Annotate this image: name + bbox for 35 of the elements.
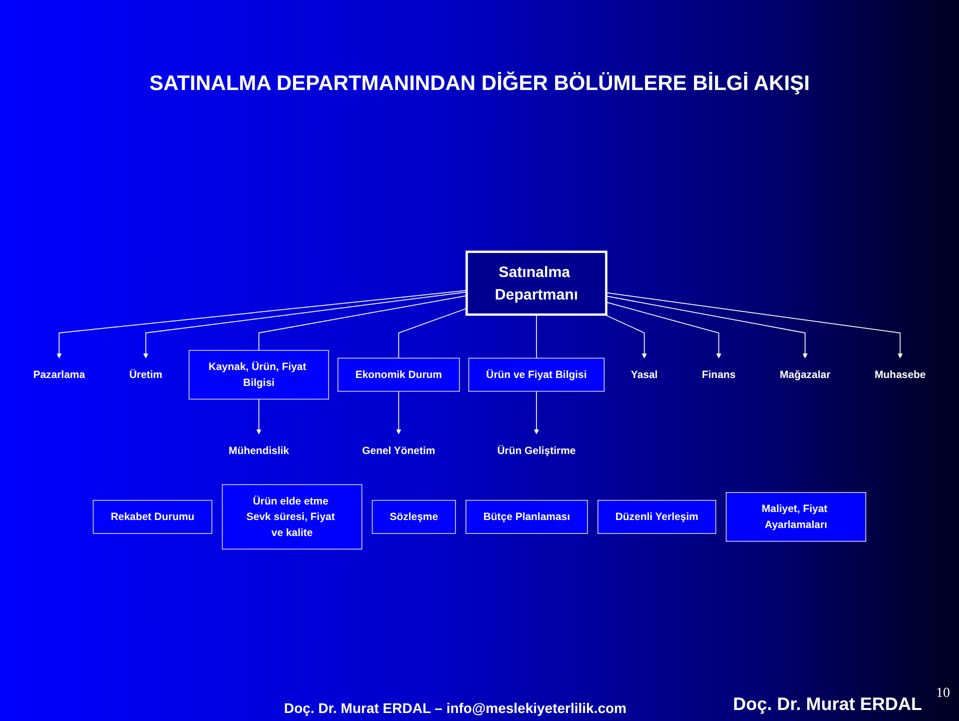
node-text: Muhasebe: [874, 368, 926, 380]
footer-text: Doç. Dr. Murat ERDAL – info@meslekiyeterlilik.com: [284, 700, 626, 716]
node-box: Maliyet, Fiyat Ayarlamaları: [726, 492, 866, 542]
arrow: [256, 398, 262, 434]
node-box: Düzenli Yerleşim: [597, 499, 716, 534]
connector: [536, 314, 537, 358]
arrow: [606, 301, 722, 358]
node-text: Ürün Geliştirme: [497, 444, 576, 456]
arrow: [143, 291, 468, 358]
arrow: [606, 295, 808, 358]
arrow: [56, 290, 468, 358]
arrow: [396, 390, 402, 434]
connector: [398, 307, 468, 358]
node-text: Mağazalar: [780, 368, 830, 380]
page-number: 10: [936, 686, 950, 702]
node-box: Rekabet Durumu: [92, 499, 212, 534]
node-box: Satınalma Departmanı: [466, 250, 608, 316]
arrow: [606, 292, 903, 358]
node-text: Finans: [702, 368, 736, 380]
node-box: Ürün elde etme Sevk süresi, Fiyat ve kalite: [222, 484, 362, 550]
node-box: Ürün ve Fiyat Bilgisi: [468, 357, 605, 392]
node-box: Bütçe Planlaması: [465, 499, 588, 534]
connector: [258, 294, 468, 350]
node-box: Sözleşme: [372, 499, 456, 534]
arrow: [604, 314, 647, 358]
footer-author: Doç. Dr. Murat ERDAL: [733, 694, 922, 715]
node-text: Yasal: [630, 368, 658, 380]
arrow: [534, 390, 540, 434]
node-box: Ekonomik Durum: [337, 357, 460, 392]
node-text: Pazarlama: [33, 368, 86, 380]
slide-title: SATINALMA DEPARTMANINDAN DİĞER BÖLÜMLERE BİLGİ AKIŞI: [148, 72, 811, 96]
node-text: Mühendislik: [228, 444, 290, 456]
node-box: Kaynak, Ürün, Fiyat Bilgisi: [188, 349, 330, 400]
node-text: Üretim: [129, 368, 162, 380]
node-text: Genel Yönetim: [362, 444, 436, 456]
